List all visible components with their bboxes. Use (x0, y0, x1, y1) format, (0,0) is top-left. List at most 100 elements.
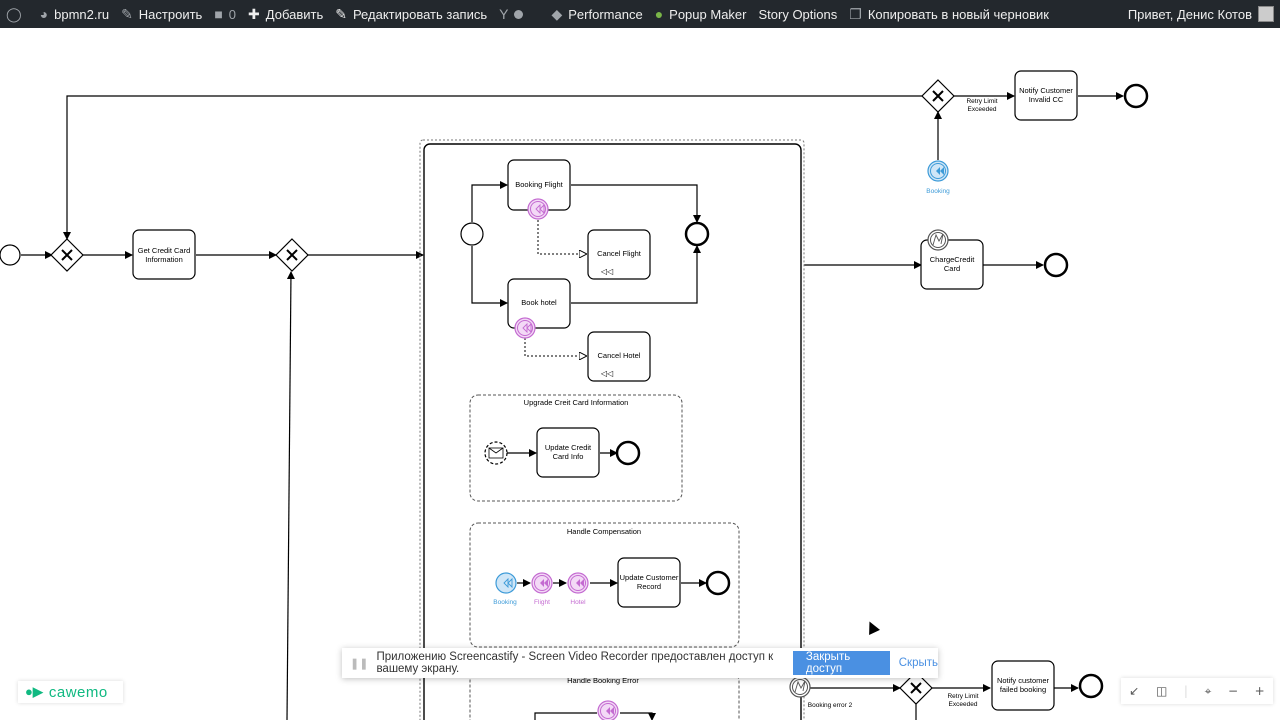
copy-draft-label: Копировать в новый черновик (867, 6, 1049, 22)
transaction-outer-border (419, 139, 805, 725)
admin-bar: ◯ ◕bpmn2.ru ✎Настроить ■0 ✚Добавить ✎Ред… (0, 0, 1280, 28)
transaction-subprocess[interactable] (423, 143, 802, 725)
user-account-menu[interactable]: Привет, Денис Котов (1122, 0, 1280, 28)
popup-maker-link[interactable]: ●Popup Maker (649, 0, 753, 28)
task-book-hotel[interactable] (507, 278, 571, 329)
handle-booking-error-label: Handle Booking Error (567, 676, 639, 685)
message-start-event[interactable] (484, 441, 508, 465)
brush-icon: ✎ (121, 6, 133, 22)
comments-count: 0 (228, 6, 237, 22)
task-update-customer-record[interactable] (617, 557, 681, 608)
comment-icon: ■ (214, 6, 223, 22)
handle-compensation-label: Handle Compensation (567, 527, 641, 536)
reset-view-icon[interactable]: ⌖ (1204, 683, 1212, 698)
performance-link[interactable]: ◆ Performance (545, 0, 648, 28)
upgrade-subprocess-label: Upgrade Creit Card Information (524, 398, 629, 407)
end-event[interactable] (1078, 673, 1104, 699)
exclusive-gateway[interactable] (921, 79, 955, 113)
end-event[interactable] (615, 440, 641, 466)
associations (524, 220, 586, 356)
inner-start-event[interactable] (460, 222, 484, 246)
add-new-link[interactable]: ✚Добавить (242, 0, 329, 28)
flow (286, 271, 295, 721)
end-event[interactable] (705, 570, 731, 596)
edit-post-label: Редактировать запись (352, 6, 488, 22)
comments-link[interactable]: ■0 (208, 0, 242, 28)
hide-link[interactable]: Скрыть (898, 657, 938, 669)
end-event[interactable] (684, 221, 710, 247)
zoom-in-icon[interactable]: + (1254, 684, 1265, 698)
popup-maker-icon: ● (654, 6, 664, 22)
exclusive-gateway[interactable] (275, 238, 309, 272)
edit-post-link[interactable]: ✎ Редактировать запись (329, 0, 493, 28)
task-cancel-flight[interactable] (587, 229, 651, 280)
compensation-start-booking[interactable] (495, 572, 517, 594)
yoast-seo-link[interactable]: Y (493, 0, 529, 28)
flow (620, 712, 656, 721)
copy-draft-link[interactable]: ❐ Копировать в новый черновик (843, 0, 1055, 28)
rewind-icon (576, 579, 584, 587)
exclusive-gateway[interactable] (50, 238, 84, 272)
collapse-icon[interactable]: ↙ (1129, 684, 1140, 698)
task-charge-credit-card[interactable] (920, 239, 984, 290)
cawemo-mark-icon: ●▶ (25, 684, 43, 699)
end-event[interactable] (1043, 252, 1069, 278)
comp-booking-label: Booking (493, 599, 517, 606)
copy-icon: ❐ (849, 6, 862, 22)
task-cancel-hotel[interactable] (587, 331, 651, 382)
performance-label: Performance (568, 6, 643, 22)
bpmn-canvas[interactable]: Upgrade Creit Card Information Handle Co… (0, 28, 1280, 725)
comp-flight-label: Flight (534, 599, 550, 606)
task-update-credit-card[interactable] (536, 427, 600, 478)
lightning-icon (932, 233, 944, 246)
zoom-out-icon[interactable]: − (1227, 684, 1239, 698)
rewind-icon (606, 707, 614, 715)
compensation-throw-booking-error[interactable] (597, 700, 619, 722)
exclusive-gateway[interactable] (899, 671, 933, 705)
stop-sharing-button[interactable]: Закрыть доступ (792, 651, 890, 675)
story-options-label: Story Options (758, 6, 838, 22)
error-boundary-event[interactable] (927, 229, 949, 251)
cawemo-wordmark: cawemo (48, 683, 108, 701)
lightning-icon (794, 680, 806, 693)
flow-retry-loop (63, 95, 923, 240)
minimap-icon[interactable]: ◫ (1155, 684, 1168, 698)
dashboard-icon: ◕ (39, 6, 49, 22)
flow (471, 181, 508, 222)
compensation-throw-flight[interactable] (531, 572, 553, 594)
compensation-boundary-event[interactable] (514, 317, 536, 339)
drag-handle-icon[interactable]: ❚❚ (350, 657, 369, 670)
task-notify-failed-booking[interactable] (991, 660, 1055, 711)
performance-icon: ◆ (551, 6, 563, 22)
booking-compensation-event[interactable] (927, 160, 949, 182)
task-get-credit-card[interactable] (132, 229, 196, 280)
customize-link[interactable]: ✎ Настроить (115, 0, 208, 28)
handle-compensation-subprocess[interactable] (469, 522, 740, 648)
compensation-throw-hotel[interactable] (567, 572, 589, 594)
error-boundary-event[interactable] (789, 676, 811, 698)
end-event[interactable] (1123, 83, 1149, 109)
story-options-link[interactable]: Story Options (752, 0, 843, 28)
booking-error-2-label: Booking error 2 (808, 702, 853, 709)
wordpress-logo-icon[interactable]: ◯ (6, 6, 22, 22)
rewind-icon (535, 203, 545, 215)
upgrade-card-event-subprocess[interactable] (469, 394, 683, 502)
site-name-link[interactable]: ◕bpmn2.ru (34, 0, 115, 28)
pencil-icon: ✎ (335, 6, 347, 22)
bpmn-diagram: Upgrade Creit Card Information Handle Co… (0, 70, 1149, 725)
compensation-boundary-event[interactable] (527, 198, 549, 220)
start-event[interactable] (0, 244, 21, 266)
avatar (1258, 6, 1274, 22)
task-cancel-flight-label: Cancel Flight (597, 249, 642, 258)
customize-label: Настроить (138, 6, 203, 22)
task-cancel-hotel-label: Cancel Hotel (598, 351, 641, 360)
cawemo-logo[interactable]: ●▶ cawemo (18, 681, 123, 703)
task-notify-invalid-cc[interactable] (1014, 70, 1078, 121)
sequence-flows (21, 92, 1124, 721)
